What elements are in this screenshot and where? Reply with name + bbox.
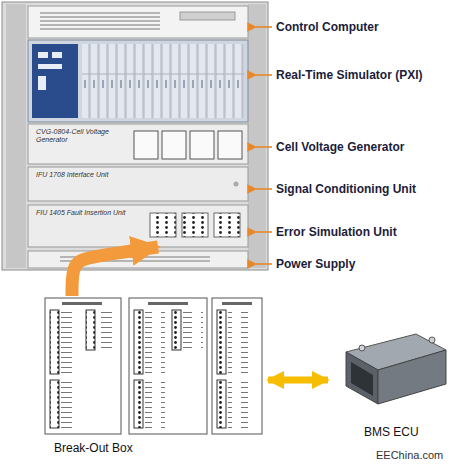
cell-slot — [190, 131, 214, 159]
unit-label: Real-Time Simulator (PXI) — [276, 68, 422, 82]
connector-panel — [150, 213, 176, 237]
pin-names — [145, 310, 165, 374]
vent-grille — [40, 12, 160, 32]
cell-slot — [218, 131, 242, 159]
pin-connector — [134, 310, 143, 374]
panel-header — [222, 302, 252, 305]
pin-connector — [50, 310, 59, 374]
cell-slot — [134, 131, 158, 159]
breakout-panel — [212, 298, 262, 434]
mount-tab — [359, 345, 365, 351]
port — [38, 76, 46, 90]
ecu-side — [378, 350, 446, 404]
connector-panel — [214, 213, 240, 237]
rack-module: FIU 1405 Fault Insertion Unit — [30, 205, 248, 247]
breakout-box: Break-Out Box — [40, 294, 268, 456]
component-name: Break-Out Box — [54, 442, 133, 456]
port — [38, 52, 48, 58]
mount-tab — [429, 337, 435, 343]
panel-header — [62, 302, 102, 305]
pin-connector — [50, 380, 59, 428]
module-case — [28, 124, 248, 164]
module-label: FIU 1405 Fault Insertion Unit — [36, 209, 126, 217]
rack-frame — [2, 2, 268, 270]
screw — [234, 182, 239, 187]
leader-arrow — [256, 188, 272, 190]
pin-names — [97, 310, 117, 350]
leader-arrow — [256, 74, 272, 76]
leader-arrow — [256, 146, 272, 148]
rack-rail — [248, 4, 266, 268]
unit-label: Cell Voltage Generator — [276, 140, 404, 154]
module-case — [28, 167, 248, 201]
ecu-connector — [351, 362, 373, 396]
drive-bay — [180, 12, 235, 20]
unit-label: Power Supply — [276, 257, 355, 271]
pin-names — [61, 310, 81, 374]
leader-arrow — [256, 263, 272, 265]
ecu-front — [346, 352, 378, 404]
breakout-panel — [45, 298, 121, 434]
ecu-unit: BMS ECU — [328, 328, 449, 440]
rack-module: IFU 1708 Interface Unit — [30, 167, 248, 201]
pin-names — [228, 380, 248, 428]
leader-arrow — [256, 26, 272, 28]
computer-case — [28, 6, 248, 38]
breakout-panel — [129, 298, 207, 434]
pin-connector — [134, 380, 143, 428]
watermark: EEChina.com — [376, 449, 443, 461]
component-name: BMS ECU — [364, 426, 419, 440]
unit-label: Control Computer — [276, 20, 379, 34]
port — [38, 64, 62, 69]
unit-label: Error Simulation Unit — [276, 225, 397, 239]
power-supply-case — [28, 251, 248, 268]
rack-rail — [6, 4, 26, 268]
pxi-chassis — [28, 40, 248, 122]
connector-panel — [182, 213, 208, 237]
module-label: CVG-0804-Cell Voltage Generator — [36, 128, 131, 144]
module-label: IFU 1708 Interface Unit — [36, 171, 108, 179]
pxi-controller — [32, 44, 78, 118]
pin-connector — [217, 310, 226, 374]
pxi-slots — [82, 44, 244, 118]
port — [52, 52, 62, 58]
pin-names — [145, 380, 165, 428]
pin-connector — [86, 310, 95, 350]
pin-connector — [217, 380, 226, 428]
panel-header — [148, 302, 188, 305]
pin-names — [61, 380, 81, 428]
cell-slot — [162, 131, 186, 159]
signal-arrow — [72, 247, 158, 296]
pin-connector — [172, 310, 181, 350]
pin-names — [228, 310, 248, 374]
leader-arrow — [256, 231, 272, 233]
link-arrow — [268, 377, 328, 384]
module-case — [28, 205, 248, 247]
pin-names — [183, 310, 203, 350]
rack-module: CVG-0804-Cell Voltage Generator — [30, 124, 248, 164]
vent-grille — [60, 255, 210, 264]
unit-label: Signal Conditioning Unit — [276, 182, 416, 196]
